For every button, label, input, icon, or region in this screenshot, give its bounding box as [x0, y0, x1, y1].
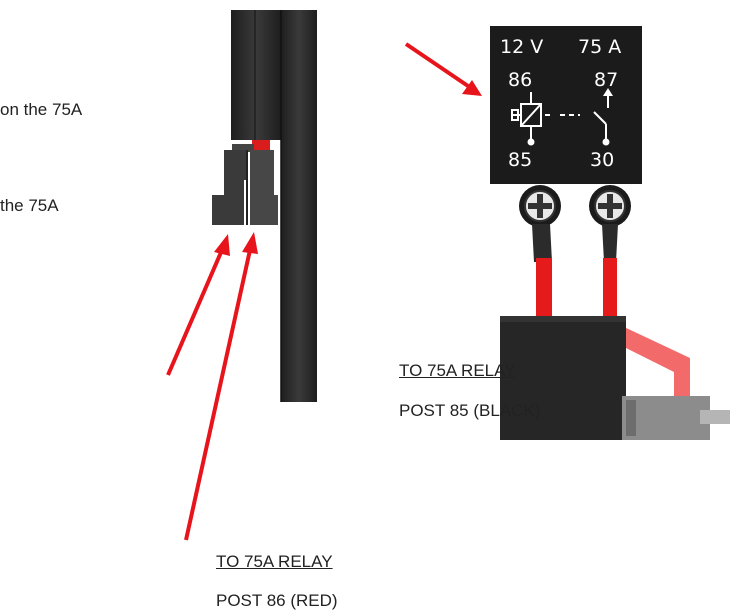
relay-75a: 12 V 75 A 86 87 85 30	[490, 26, 642, 184]
arrow-red-wire	[184, 232, 258, 541]
relay-post-87-label: 87	[594, 69, 618, 91]
relay-amperage: 75 A	[578, 36, 621, 58]
terminal-screw-30	[589, 185, 631, 227]
arrow-to-relay-label	[404, 42, 482, 96]
wire-connector	[212, 140, 278, 225]
relay-switch-symbol	[545, 88, 613, 146]
black-cable	[231, 10, 317, 402]
callout-black-title: TO 75A RELAY	[399, 361, 516, 380]
relay-voltage: 12 V	[500, 36, 543, 58]
callout-red-post: POST 86 (RED)	[216, 591, 338, 610]
relay-wires	[532, 224, 618, 318]
note-line-1: on the 75A	[0, 100, 83, 119]
relay-coil-symbol	[511, 92, 542, 146]
relay-post-85-label: 85	[508, 149, 532, 171]
terminal-screw-85	[519, 185, 561, 227]
relay-post-30-label: 30	[590, 149, 614, 171]
note-line-2: the 75A	[0, 196, 59, 215]
relay-post-86-label: 86	[508, 69, 532, 91]
callout-black-post: POST 85 (BLACK)	[399, 401, 541, 420]
fuse-holder	[500, 316, 730, 440]
callout-red-title: TO 75A RELAY	[216, 552, 333, 571]
arrow-black-wire	[166, 234, 230, 376]
